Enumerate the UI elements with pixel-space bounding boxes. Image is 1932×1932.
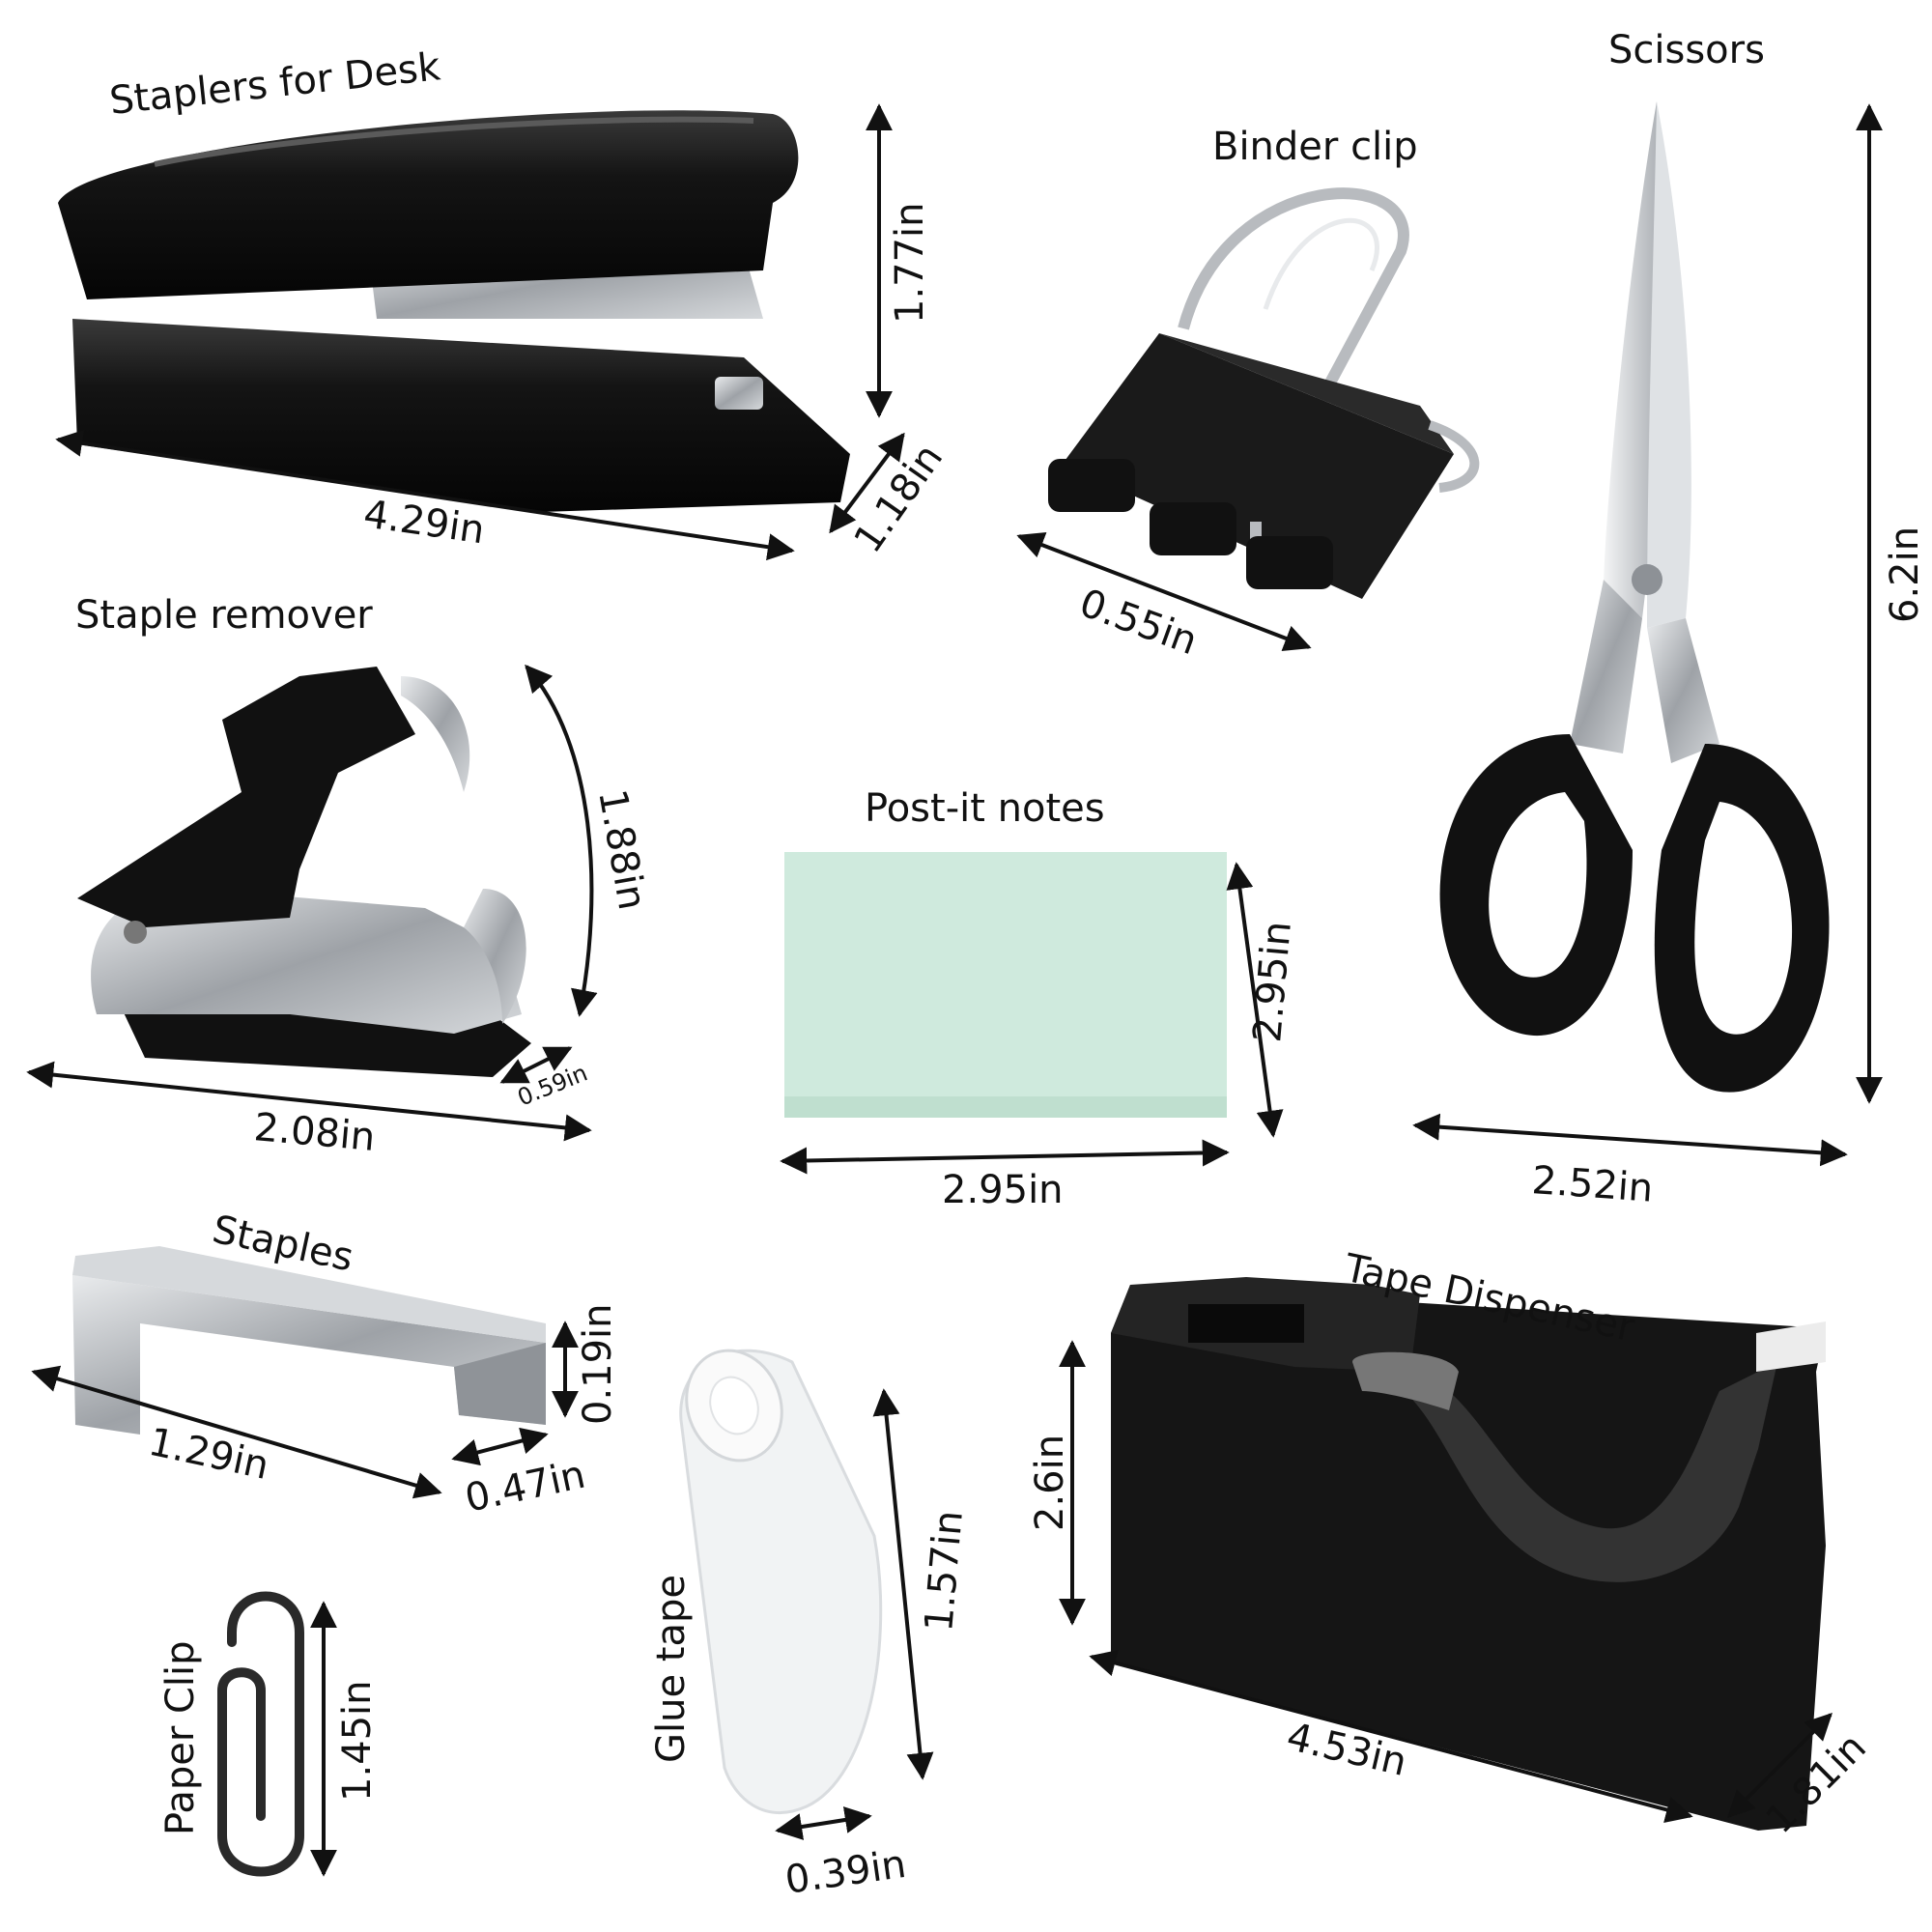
post-it-width-arrow xyxy=(780,1139,1230,1175)
tape-dispenser-group: Tape Dispenser 2.6in 4.53in 1.81in xyxy=(1028,1246,1875,1842)
glue-tape-group: Glue tape 1.57in 0.39in xyxy=(649,1349,972,1903)
tape-dispenser-depth-arrow xyxy=(1727,1713,1833,1818)
post-it-width-label: 2.95in xyxy=(942,1168,1064,1212)
binder-clip-title: Binder clip xyxy=(1212,125,1418,169)
stapler-length-arrow xyxy=(55,429,795,561)
staple-remover-depth-label: 0.59in xyxy=(514,1059,591,1111)
post-it-image xyxy=(784,852,1227,1118)
staples-length-label: 1.29in xyxy=(145,1420,272,1489)
stapler-width-label: 1.18in xyxy=(846,437,952,561)
staples-image xyxy=(72,1246,546,1435)
post-it-height-arrow xyxy=(1226,862,1284,1138)
tape-dispenser-height-label: 2.6in xyxy=(1028,1435,1072,1531)
stapler-group: Staplers for Desk 1.77in 4.29in 1.18in xyxy=(55,44,952,561)
stapler-title: Staplers for Desk xyxy=(107,44,443,124)
scissors-group: Scissors 6.2in 2.52in xyxy=(1412,28,1927,1211)
scissors-image xyxy=(1439,101,1830,1093)
paper-clip-height-label: 1.45in xyxy=(335,1680,380,1802)
post-it-height-label: 2.95in xyxy=(1245,920,1300,1044)
paper-clip-title: Paper Clip xyxy=(158,1640,203,1835)
staples-group: Staples 0.19in 1.29in 0.47in xyxy=(31,1208,620,1521)
staple-remover-group: Staple remover 1.88in 0.59in 2.08in xyxy=(26,593,654,1160)
staple-remover-image xyxy=(77,667,531,1077)
staples-height-label: 0.19in xyxy=(576,1303,620,1425)
scissors-title: Scissors xyxy=(1608,28,1765,72)
staple-remover-title: Staple remover xyxy=(75,593,373,638)
stapler-width-arrow xyxy=(829,432,905,534)
staple-remover-height-arrow xyxy=(525,664,598,1017)
binder-clip-depth-arrow xyxy=(1016,531,1312,652)
staples-length-arrow xyxy=(31,1365,442,1499)
scissors-length-label: 6.2in xyxy=(1883,526,1927,623)
staple-remover-length-arrow xyxy=(26,1061,592,1142)
staples-depth-label: 0.47in xyxy=(462,1453,589,1521)
post-it-group: Post-it notes 2.95in 2.95in xyxy=(780,786,1300,1212)
binder-clip-depth-label: 0.55in xyxy=(1074,581,1204,664)
paper-clip-group: Paper Clip 1.45in xyxy=(158,1591,380,1877)
stapler-height-label: 1.77in xyxy=(888,202,932,324)
post-it-title: Post-it notes xyxy=(865,786,1105,831)
glue-tape-image xyxy=(679,1349,883,1814)
binder-clip-image xyxy=(1048,187,1480,599)
glue-tape-length-arrow xyxy=(872,1388,934,1780)
binder-clip-group: Binder clip 0.55in xyxy=(1016,125,1480,664)
glue-tape-width-arrow xyxy=(775,1806,872,1840)
staple-remover-length-label: 2.08in xyxy=(252,1105,377,1160)
tape-dispenser-image xyxy=(1111,1277,1826,1831)
glue-tape-title: Glue tape xyxy=(649,1575,694,1763)
paper-clip-image xyxy=(217,1591,304,1877)
glue-tape-width-label: 0.39in xyxy=(782,1842,909,1903)
scissors-width-label: 2.52in xyxy=(1530,1158,1654,1211)
scissors-width-arrow xyxy=(1412,1113,1848,1167)
staples-depth-arrow xyxy=(451,1427,549,1466)
glue-tape-length-label: 1.57in xyxy=(917,1509,972,1634)
tape-dispenser-length-arrow xyxy=(1089,1649,1693,1824)
staple-remover-height-label: 1.88in xyxy=(589,786,654,914)
stapler-image xyxy=(58,110,850,512)
